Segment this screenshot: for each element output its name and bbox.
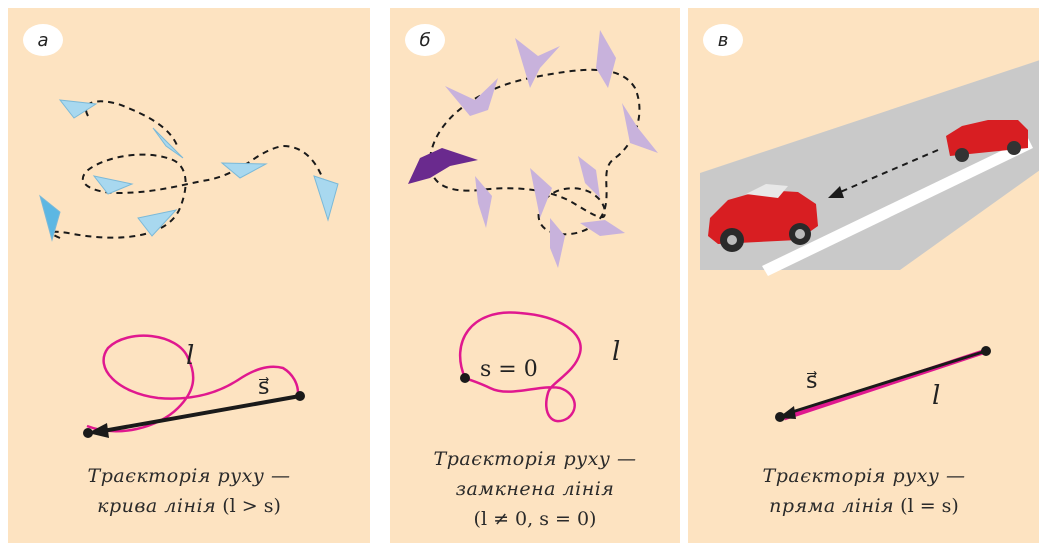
displacement-vector [102, 394, 301, 433]
panel-a: а l s⃗ Траєкторія руху — крива лінія (l … [8, 8, 370, 543]
caption-formula: (l = s) [900, 495, 959, 517]
end-point [775, 412, 785, 422]
road-marking [762, 138, 1033, 276]
plane-flight-path [50, 100, 327, 239]
curved-trajectory [86, 334, 300, 433]
bird-icon-dark [408, 148, 478, 184]
vector-label: s⃗ [258, 375, 269, 400]
displacement-zero-label: s = 0 [480, 357, 538, 382]
panel-c: в s⃗ l Траєкторія руху — [688, 8, 1039, 543]
paper-plane-icon [39, 99, 339, 242]
path-length-label: l [612, 337, 620, 367]
caption-formula: (l ≠ 0, s = 0) [473, 508, 597, 530]
caption-line-1: Траєкторія руху — [762, 465, 966, 487]
caption-formula: (l > s) [222, 495, 281, 517]
panel-a-badge: а [23, 24, 63, 56]
panel-a-illustration: l s⃗ [39, 99, 339, 438]
caption-line-1: Траєкторія руху — [433, 448, 637, 470]
vector-arrowhead [88, 423, 109, 438]
caption-line-2: крива лінія [97, 495, 217, 517]
start-end-point [460, 373, 470, 383]
panel-b-illustration: s = 0 l [408, 30, 658, 423]
car-icon-far [946, 120, 1028, 162]
car-icon-near [708, 184, 818, 252]
panel-c-caption: Траєкторія руху — пряма лінія (l = s) [688, 461, 1039, 521]
bird-icon [445, 30, 658, 268]
caption-line-2: пряма лінія [769, 495, 895, 517]
car-motion-arrowhead [828, 186, 844, 198]
car-motion-path [837, 149, 939, 194]
panel-b-caption: Траєкторія руху — замкнена лінія (l ≠ 0,… [390, 444, 680, 534]
path-length-label: l [186, 341, 194, 371]
panel-b: б s = 0 l Траєкторія руху — замкнена лін… [390, 8, 680, 543]
path-length-label: l [932, 381, 940, 411]
end-point [83, 428, 93, 438]
panel-b-badge: б [405, 24, 445, 56]
vector-label: s⃗ [806, 369, 817, 394]
start-point [981, 346, 991, 356]
caption-line-2: замкнена лінія [455, 478, 615, 500]
panel-c-illustration: s⃗ l [700, 60, 1039, 422]
start-point [295, 391, 305, 401]
panel-a-caption: Траєкторія руху — крива лінія (l > s) [8, 461, 370, 521]
panel-c-badge: в [703, 24, 743, 56]
closed-trajectory [458, 311, 582, 423]
displacement-vector [791, 349, 987, 414]
caption-line-1: Траєкторія руху — [87, 465, 291, 487]
